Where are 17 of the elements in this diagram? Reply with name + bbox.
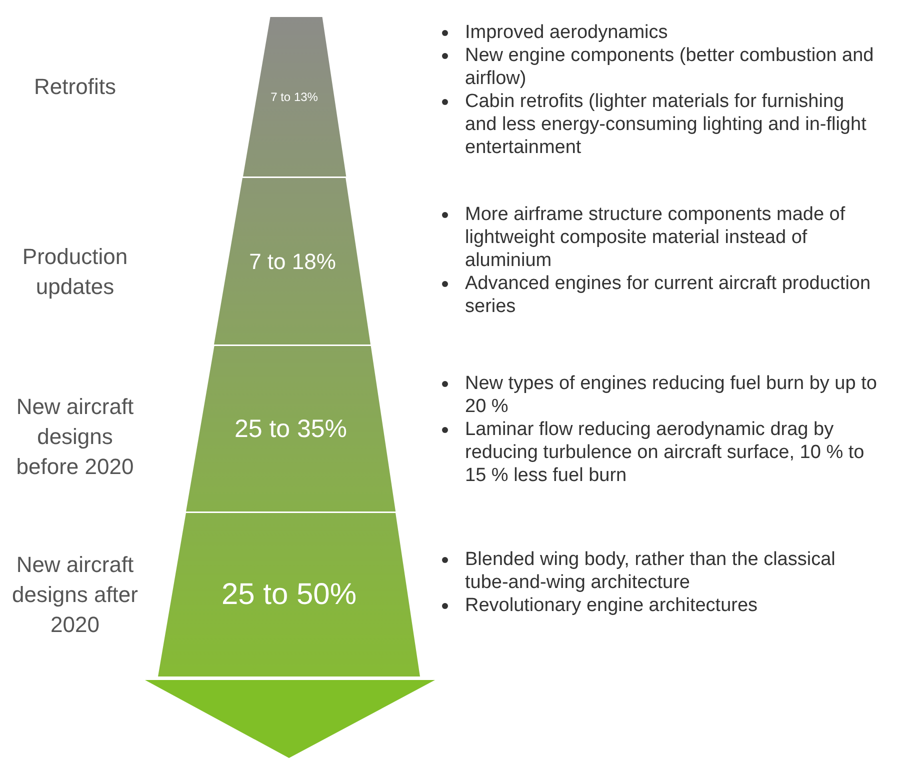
bullet-text: Improved aerodynamics (465, 21, 669, 44)
stage-label: Retrofits (33, 73, 117, 101)
bullet-text: Cabin retrofits (lighter materials for furnishing and less energy-consuming lighting and in-flight entertainment (465, 90, 868, 159)
bullet-text: Laminar flow reducing aerodynamic drag by reducing turbulence on aircraft surface, 10 % to 15 % less fuel burn (465, 418, 866, 487)
stage-label: New aircraft designs before 2020 (15, 393, 135, 481)
percentage-label: 25 to 50% (220, 578, 358, 612)
stage-label: Production updates (21, 243, 129, 301)
stage-label: New aircraft designs after 2020 (12, 551, 138, 639)
bullet-text: Revolutionary engine architectures (465, 594, 759, 617)
percentage-label: 7 to 18% (248, 248, 337, 275)
percentage-label: 7 to 13% (270, 90, 319, 104)
bullet-text: More airframe structure components made of lightweight composite material instead of aluminium (465, 203, 846, 272)
bullet-text: New types of engines reducing fuel burn by up to 20 % (465, 372, 877, 418)
bullet-text: Advanced engines for current aircraft production series (465, 272, 872, 318)
bullet-text: Blended wing body, rather than the classical tube-and-wing architecture (465, 548, 836, 594)
percentage-label: 25 to 35% (233, 414, 348, 444)
bullet-text: New engine components (better combustion and airflow) (465, 44, 875, 90)
